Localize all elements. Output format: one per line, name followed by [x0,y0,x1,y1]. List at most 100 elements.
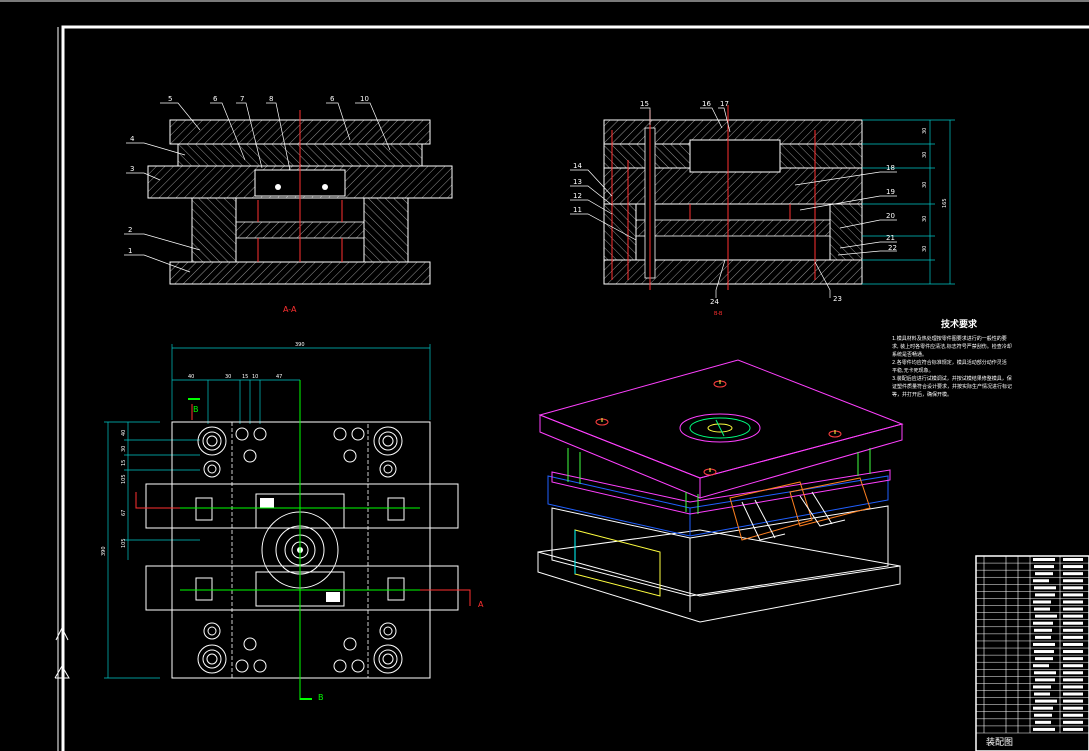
callout-b-6: 11 [573,206,582,214]
title-block-cell-text [1035,635,1051,639]
title-block-cell-text [1034,607,1050,611]
callout-a-3: 8 [269,95,273,103]
dim-b-1: 30 [922,152,928,158]
title-block-cell-text [1063,607,1083,611]
dim-b-3: 165 [942,198,948,208]
tech-req-line-4: 平稳,无卡死现象。 [892,367,934,374]
tech-req-line-3: 2.各零件均应符合标准规定，模具活动部分动作灵活 [892,359,1007,366]
callout-a-7: 3 [130,165,134,173]
title-block-cell-text [1033,664,1049,668]
title-block-cell-text [1033,685,1051,689]
dim-b-4: 30 [922,216,928,222]
callout-a-1: 6 [213,95,218,103]
title-block-cell-text [1063,727,1083,731]
title-block-label: 装配图 [986,736,1013,748]
section-label-a: A-A [283,305,297,314]
callout-b-12: 24 [710,298,719,306]
callout-a-2: 7 [240,95,244,103]
plan-dim-top-4: 10 [252,374,258,380]
title-block-cell-text [1063,642,1083,646]
plan-dim-top-0: 390 [295,342,305,348]
callout-a-4: 6 [330,95,335,103]
title-block-cell-text [1063,713,1083,717]
title-block-cell-text [1063,572,1083,576]
title-block-cell-text [1063,678,1083,682]
tech-req-title: 技术要求 [941,318,978,330]
title-block-cell-text [1063,685,1083,689]
callout-b-11: 22 [888,244,897,252]
callout-b-8: 19 [886,188,895,196]
title-block-cell-text [1063,593,1083,597]
dim-b-2: 30 [922,182,928,188]
plan-dim-top-2: 30 [225,374,231,380]
title-block-cell-text [1063,699,1083,703]
title-block-cell-text [1033,621,1053,625]
plan-dim-left-1: 30 [121,446,127,452]
title-block-cell-text [1063,664,1083,668]
plan-dim-left-6: 390 [101,546,107,556]
title-block-cell-text [1035,572,1053,576]
plan-dim-top-5: 47 [276,374,282,380]
plan-dim-left-4: 67 [121,510,127,516]
cut-label-top: B [193,405,199,414]
tech-req-line-7: 等，并打开后，确保开模。 [892,391,952,398]
callout-b-5: 12 [573,192,582,200]
isometric-view [537,359,904,623]
tech-req-line-6: 证塑件质量符合设计要求，并按实际生产情况进行标记 [892,383,1012,390]
title-block-cell-text [1035,614,1057,618]
title-block-cell-text [1063,650,1083,654]
cut-label-bottom: B [318,693,324,702]
title-block-cell-text [1063,706,1083,710]
callout-a-9: 1 [128,247,132,255]
technical-requirements: 技术要求 1.模具材料及热处理按零件图要求进行的一般性的要 求, 装上时各零件应… [892,318,1012,398]
plan-dim-top-3: 15 [242,374,248,380]
tech-req-line-2: 系统是否畅通。 [892,351,927,358]
title-block-cell-text [1035,720,1051,724]
callout-b-3: 14 [573,162,582,170]
title-block-cell-text [1063,600,1083,604]
title-block-cell-text [1063,565,1083,569]
title-block-cell-text [1034,671,1056,675]
tech-req-line-5: 3.装配后应进行试模调试，并按试模结果修整模具，保 [892,375,1012,382]
title-block-cell-text [1033,558,1055,561]
tech-req-line-0: 1.模具材料及热处理按零件图要求进行的一般性的要 [892,335,1007,342]
callout-b-1: 16 [702,100,711,108]
title-block-cell-text [1063,579,1083,583]
callout-b-4: 13 [573,178,582,186]
tech-req-line-1: 求, 装上时各零件应清洁,标志符号严禁刮伤。检查冷却 [892,343,1012,350]
callout-b-13: 23 [833,295,842,303]
callout-a-5: 10 [360,95,369,103]
title-block-cell-text [1033,579,1049,583]
ucs-axis-icon [54,626,70,679]
window-top-border [0,0,1089,2]
title-block-cell-text [1063,657,1083,661]
title-block-cell-text [1035,678,1055,682]
dim-b-5: 30 [922,246,928,252]
title-block-cell-text [1035,657,1053,661]
drawing-frame [61,25,1089,751]
title-block-cell-text [1033,600,1051,604]
callout-a-8: 2 [128,226,132,234]
callout-b-9: 20 [886,212,895,220]
callout-b-0: 15 [640,100,649,108]
title-block-cell-text [1033,642,1055,646]
title-block: 装配图 [975,555,1089,751]
plan-view: 390 40 30 15 10 47 40 30 15 105 67 105 3… [101,342,484,702]
plan-dim-top-1: 40 [188,374,194,380]
callout-a-0: 5 [168,95,172,103]
title-block-cell-text [1033,727,1055,731]
title-block-cell-text [1063,621,1083,625]
section-view-a: 5 6 7 8 6 10 4 3 2 1 A-A [124,95,453,314]
title-block-cell-text [1034,586,1056,590]
plan-dim-left-2: 15 [121,460,127,466]
title-block-cell-text [1033,706,1053,710]
title-block-cell-text [1063,586,1083,590]
title-block-cell-text [1063,628,1083,632]
callout-b-2: 17 [720,100,729,108]
callout-b-7: 18 [886,164,895,172]
plan-dim-left-3: 105 [121,474,127,484]
title-block-cell-text [1034,565,1054,569]
title-block-cell-text [1063,671,1083,675]
title-block-cell-text [1034,628,1052,632]
